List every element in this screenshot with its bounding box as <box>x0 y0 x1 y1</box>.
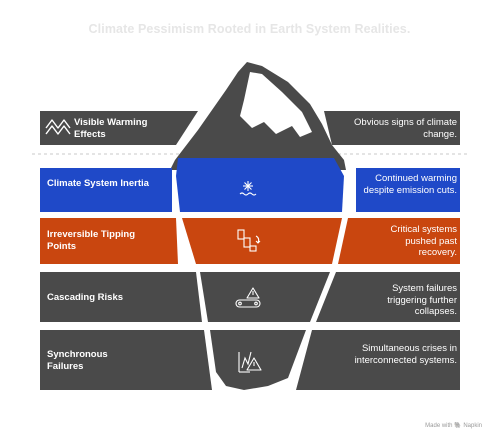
diagram-title: Climate Pessimism Rooted in Earth System… <box>88 22 411 36</box>
label-climate-inertia: Climate System Inertia <box>47 178 149 189</box>
label-visible-warming: Visible Warming Effects <box>74 117 148 140</box>
desc-synchronous-failures: Simultaneous crises in interconnected sy… <box>354 343 457 366</box>
band-cascading-right <box>316 272 460 322</box>
desc-tipping-points: Critical systems pushed past recovery. <box>390 224 457 258</box>
band-visible-warming-left <box>40 111 198 145</box>
desc-climate-inertia: Continued warming despite emission cuts. <box>363 173 457 196</box>
band-synchronous-left <box>40 330 212 390</box>
domino-icon <box>237 229 261 252</box>
label-synchronous-failures: Synchronous Failures <box>47 349 108 372</box>
label-cascading-risks: Cascading Risks <box>47 292 124 303</box>
band-synchronous-center <box>210 330 306 390</box>
iceberg-snow <box>240 72 312 137</box>
band-tipping-center <box>182 218 342 264</box>
band-tipping-right <box>338 218 460 264</box>
desc-visible-warming: Obvious signs of climate change. <box>354 117 457 140</box>
band-climate-inertia-left <box>40 168 172 212</box>
chart-warning-icon <box>238 351 262 373</box>
snowflake-waves-icon <box>239 181 257 196</box>
band-climate-inertia-center <box>176 158 344 212</box>
band-cascading-center <box>200 272 330 322</box>
band-cascading-left <box>40 272 202 322</box>
conveyor-warning-icon <box>235 287 261 308</box>
band-climate-inertia-right <box>356 168 460 212</box>
made-with-napkin-credit: Made with 🐘 Napkin <box>425 423 482 429</box>
desc-cascading-risks: System failures triggering further colla… <box>387 283 457 317</box>
band-synchronous-right <box>296 330 460 390</box>
band-visible-warming-right <box>324 111 460 145</box>
band-tipping-left <box>40 218 178 264</box>
mountain-wave-icon <box>45 119 71 135</box>
label-tipping-points: Irreversible Tipping Points <box>47 229 135 252</box>
